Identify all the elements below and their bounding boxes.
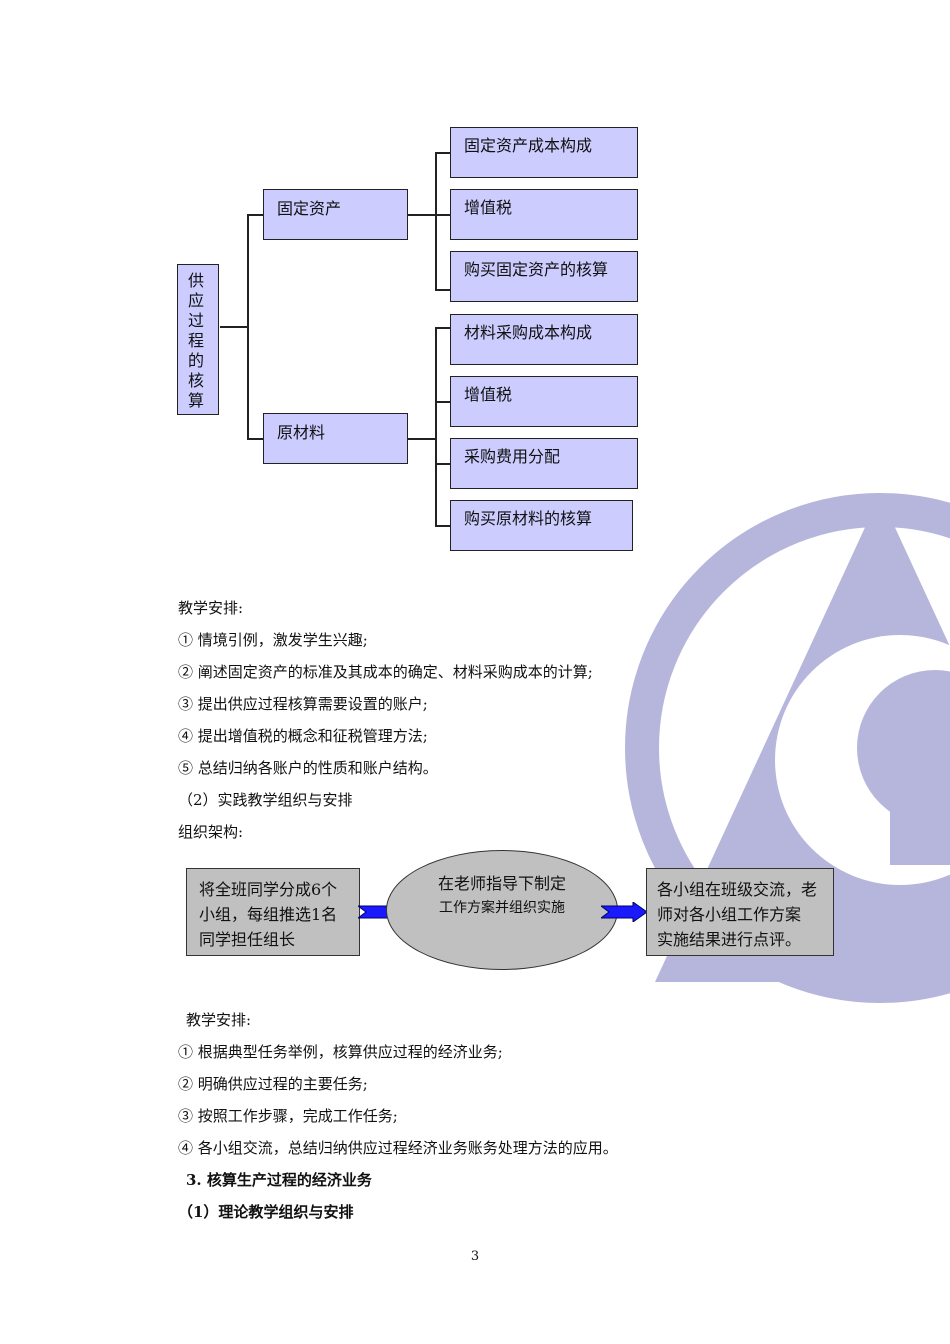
connector (220, 326, 248, 328)
flow-text-line: 小组，每组推选1名 (199, 905, 338, 924)
section-heading: 教学安排: (186, 1011, 252, 1029)
tree-node-raw-materials: 原材料 (263, 413, 408, 464)
section-heading: 教学安排: (178, 599, 244, 617)
connector (407, 438, 437, 440)
flow-text-line: 在老师指导下制定 (437, 874, 566, 893)
connector (247, 214, 264, 216)
tree-leaf-label: 固定资产成本构成 (464, 136, 593, 155)
connector (435, 152, 450, 154)
connector (435, 152, 437, 291)
flow-text-line: 各小组在班级交流，老 (657, 880, 818, 899)
flow-text-line: 将全班同学分成6个 (199, 880, 338, 899)
flow-step-2: 在老师指导下制定 工作方案并组织实施 (386, 850, 618, 970)
tree-leaf-node: 增值税 (450, 376, 638, 427)
connector (435, 327, 437, 527)
list-item: ① 根据典型任务举例，核算供应过程的经济业务; (178, 1043, 503, 1061)
section-heading: 组织架构: (178, 823, 244, 841)
list-item: ② 明确供应过程的主要任务; (178, 1075, 368, 1093)
connector (435, 289, 450, 291)
list-item: ④ 各小组交流，总结归纳供应过程经济业务账务处理方法的应用。 (178, 1139, 618, 1157)
connector (407, 214, 437, 216)
subsection-heading: （1）理论教学组织与安排 (178, 1203, 354, 1221)
tree-root-node: 供应过程的核算 (177, 264, 219, 415)
tree-leaf-label: 增值税 (464, 385, 513, 404)
list-item: ③ 按照工作步骤，完成工作任务; (178, 1107, 398, 1125)
arrow-right-icon (601, 902, 647, 922)
tree-node-label: 原材料 (277, 423, 326, 442)
connector (247, 214, 249, 439)
section-heading: 3. 核算生产过程的经济业务 (186, 1171, 372, 1189)
tree-leaf-node: 材料采购成本构成 (450, 314, 638, 365)
tree-node-fixed-assets: 固定资产 (263, 189, 408, 240)
flow-text-line: 同学担任组长 (199, 930, 296, 949)
connector (247, 438, 264, 440)
flow-text-line: 工作方案并组织实施 (439, 900, 565, 916)
subsection-heading: （2）实践教学组织与安排 (178, 791, 353, 809)
tree-leaf-node: 采购费用分配 (450, 438, 638, 489)
tree-leaf-label: 增值税 (464, 198, 513, 217)
tree-leaf-label: 采购费用分配 (464, 447, 561, 466)
tree-node-label: 固定资产 (277, 199, 342, 218)
tree-leaf-node: 增值税 (450, 189, 638, 240)
list-item: ⑤ 总结归纳各账户的性质和账户结构。 (178, 759, 438, 777)
list-item: ① 情境引例，激发学生兴趣; (178, 631, 368, 649)
connector (435, 214, 450, 216)
list-item: ② 阐述固定资产的标准及其成本的确定、材料采购成本的计算; (178, 663, 593, 681)
tree-leaf-node: 固定资产成本构成 (450, 127, 638, 178)
connector (435, 401, 450, 403)
tree-leaf-label: 购买原材料的核算 (464, 509, 593, 528)
tree-root-label: 供应过程的核算 (188, 271, 205, 410)
connector (435, 327, 450, 329)
connector (435, 525, 450, 527)
flow-text-line: 师对各小组工作方案 (657, 905, 802, 924)
tree-leaf-label: 材料采购成本构成 (464, 323, 593, 342)
tree-leaf-node: 购买固定资产的核算 (450, 251, 638, 302)
tree-leaf-label: 购买固定资产的核算 (464, 260, 609, 279)
flow-step-1: 将全班同学分成6个 小组，每组推选1名 同学担任组长 (186, 868, 360, 956)
flow-text-line: 实施结果进行点评。 (657, 930, 802, 949)
page-number: 3 (470, 1249, 480, 1264)
tree-leaf-node: 购买原材料的核算 (450, 500, 633, 551)
connector (435, 463, 450, 465)
flow-step-3: 各小组在班级交流，老 师对各小组工作方案 实施结果进行点评。 (646, 868, 834, 956)
list-item: ④ 提出增值税的概念和征税管理方法; (178, 727, 428, 745)
list-item: ③ 提出供应过程核算需要设置的账户; (178, 695, 428, 713)
